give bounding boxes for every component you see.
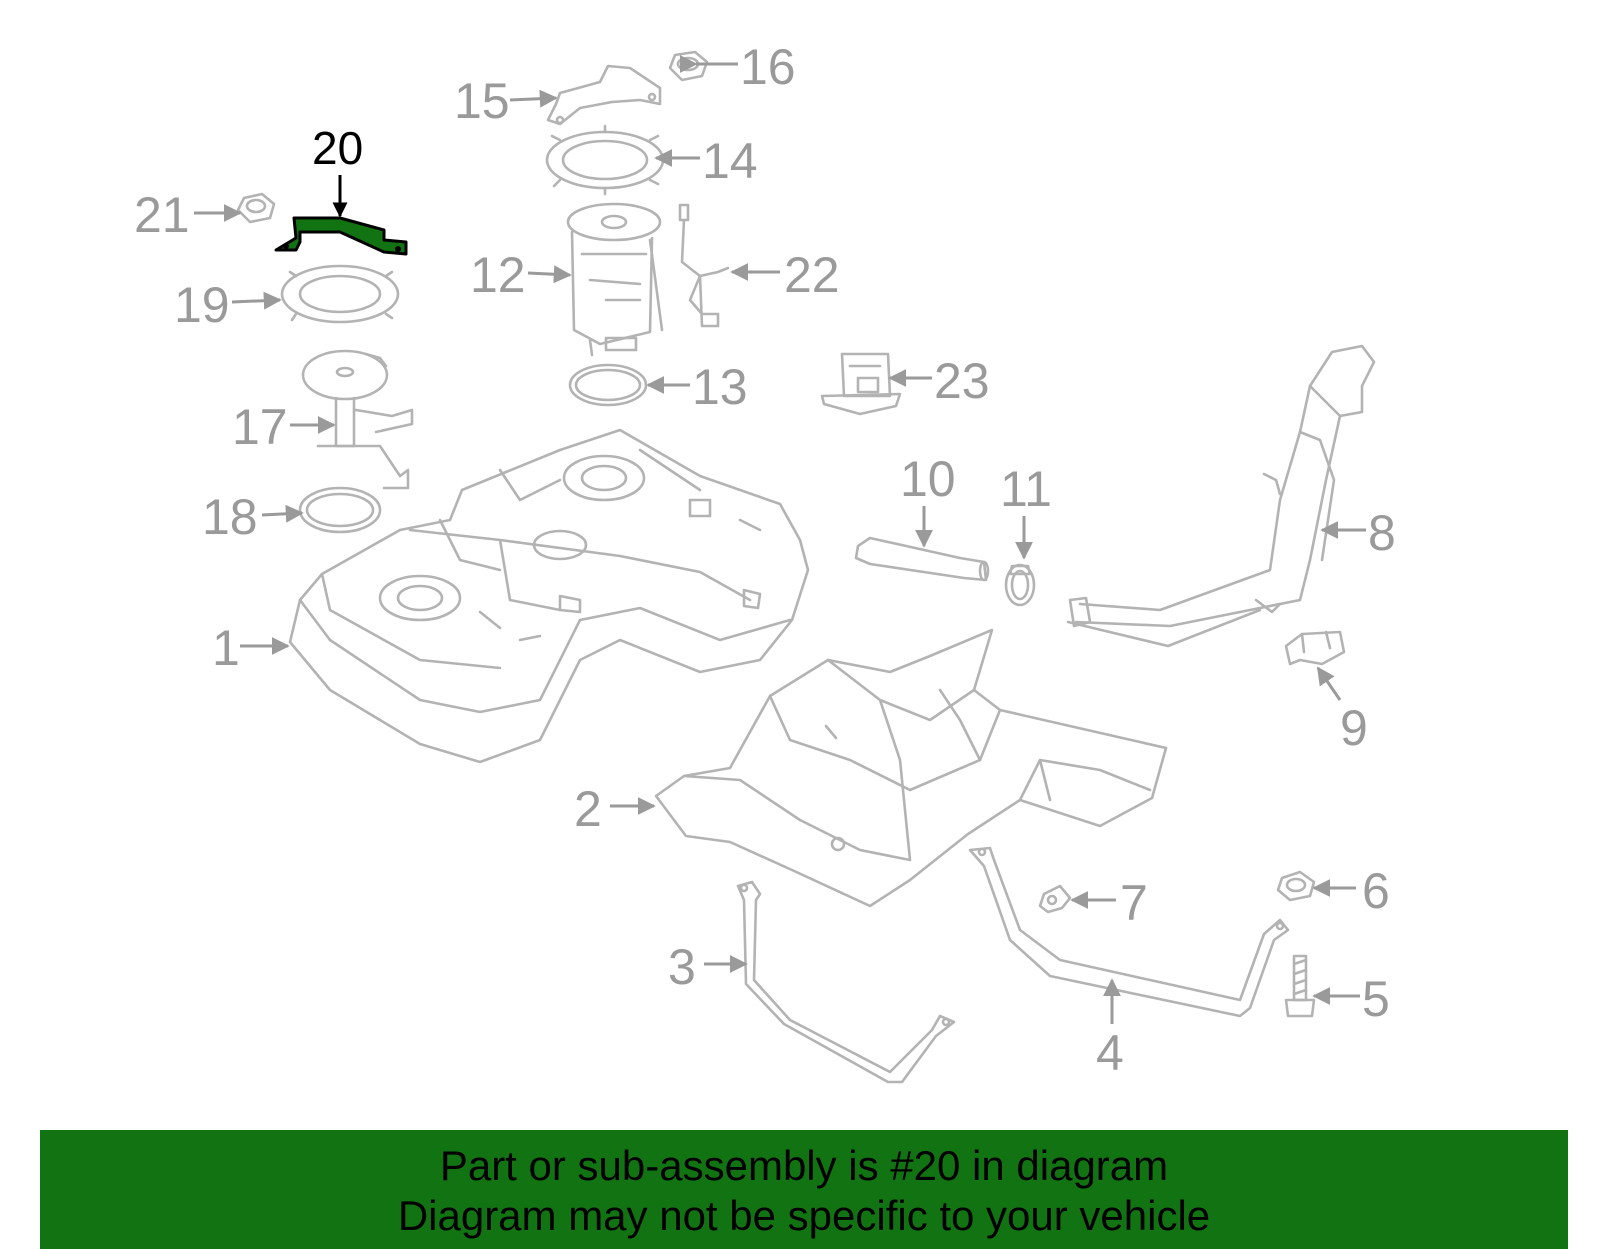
- callout-6: 6: [1362, 863, 1390, 919]
- callout-11: 11: [1000, 461, 1052, 517]
- part-19-lock-ring[interactable]: [280, 264, 400, 324]
- callout-14: 14: [702, 133, 758, 189]
- part-7-push-pin[interactable]: [1038, 884, 1072, 914]
- callout-3: 3: [668, 939, 696, 995]
- callout-9: 9: [1340, 700, 1368, 756]
- notice-line-disclaimer: Diagram may not be specific to your vehi…: [397, 1192, 1211, 1239]
- callout-1: 1: [212, 620, 240, 676]
- callout-16: 16: [740, 39, 796, 95]
- part-17-sender-unit[interactable]: [301, 349, 414, 490]
- part-23-valve[interactable]: [820, 352, 902, 416]
- callout-23: 23: [934, 353, 990, 409]
- part-14-lock-ring[interactable]: [545, 124, 665, 196]
- callout-8: 8: [1368, 505, 1396, 561]
- part-11-clamp[interactable]: [1004, 563, 1036, 607]
- callout-7: 7: [1120, 875, 1148, 931]
- part-4-strap[interactable]: [968, 846, 1290, 1018]
- callout-15: 15: [454, 73, 510, 129]
- callout-4: 4: [1096, 1025, 1124, 1081]
- callout-21: 21: [134, 187, 190, 243]
- callout-10: 10: [900, 451, 956, 507]
- part-8-filler-pipe[interactable]: [1066, 344, 1376, 648]
- callout-leaders: [194, 55, 1366, 1024]
- part-6-nut[interactable]: [1276, 870, 1316, 902]
- notice-line-part: Part or sub-assembly is #20 in diagram: [439, 1142, 1169, 1189]
- callout-12: 12: [470, 247, 526, 303]
- part-1-fuel-tank[interactable]: [288, 428, 810, 764]
- part-5-bolt[interactable]: [1284, 954, 1316, 1018]
- part-22-wiring[interactable]: [678, 203, 730, 328]
- part-16-nut[interactable]: [668, 50, 709, 82]
- parts-diagram: 16 15 14 12 22 13 23 20 21 19 17 18 1 10…: [134, 39, 1396, 1084]
- part-12-fuel-pump[interactable]: [566, 202, 664, 357]
- highlight-notice-banner: Part or sub-assembly is #20 in diagram D…: [40, 1130, 1568, 1249]
- callout-19: 19: [174, 277, 230, 333]
- part-18-seal[interactable]: [298, 486, 382, 534]
- part-13-seal[interactable]: [568, 363, 648, 407]
- callout-20: 20: [312, 122, 363, 174]
- callout-2: 2: [574, 781, 602, 837]
- callout-13: 13: [692, 359, 748, 415]
- callout-5: 5: [1362, 971, 1390, 1027]
- part-10-hose[interactable]: [854, 536, 990, 582]
- callout-17: 17: [232, 399, 288, 455]
- callout-18: 18: [202, 489, 258, 545]
- part-20-bracket-highlighted[interactable]: [274, 216, 408, 256]
- part-9-clip[interactable]: [1284, 630, 1346, 666]
- part-21-nut[interactable]: [236, 192, 276, 224]
- part-15-bracket[interactable]: [546, 64, 662, 126]
- part-2-heat-shield[interactable]: [654, 628, 1168, 908]
- part-3-strap[interactable]: [736, 880, 956, 1084]
- callout-22: 22: [784, 247, 840, 303]
